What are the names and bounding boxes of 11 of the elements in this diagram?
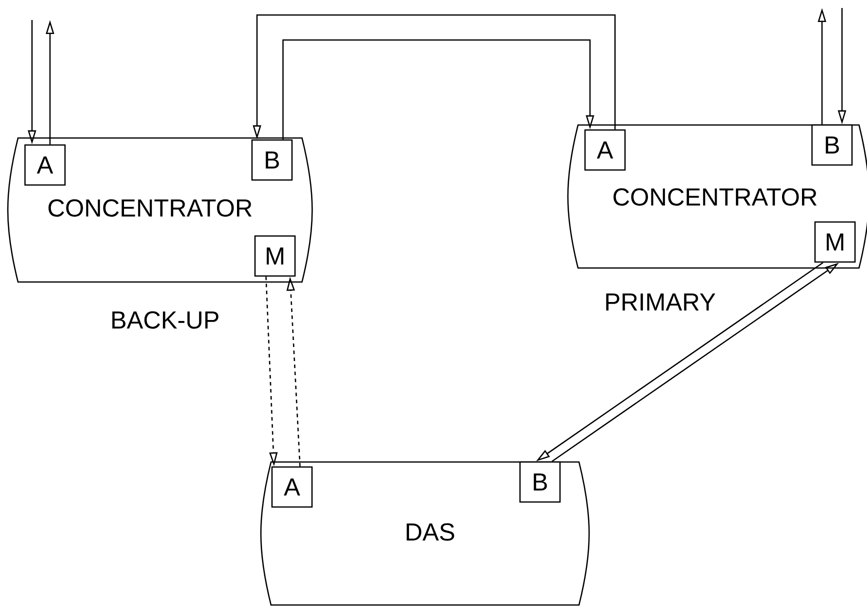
port-box: A <box>24 144 66 186</box>
unit-caption: PRIMARY <box>606 294 716 310</box>
port-box: A <box>584 129 626 171</box>
arrow <box>282 39 594 140</box>
port-box: A <box>271 466 313 508</box>
port-box: M <box>254 235 296 277</box>
port-box: B <box>811 124 853 166</box>
port-box: B <box>519 461 561 503</box>
unit-caption: BACK-UP <box>112 311 218 329</box>
port-box: M <box>814 221 856 263</box>
port-box: B <box>251 139 293 181</box>
